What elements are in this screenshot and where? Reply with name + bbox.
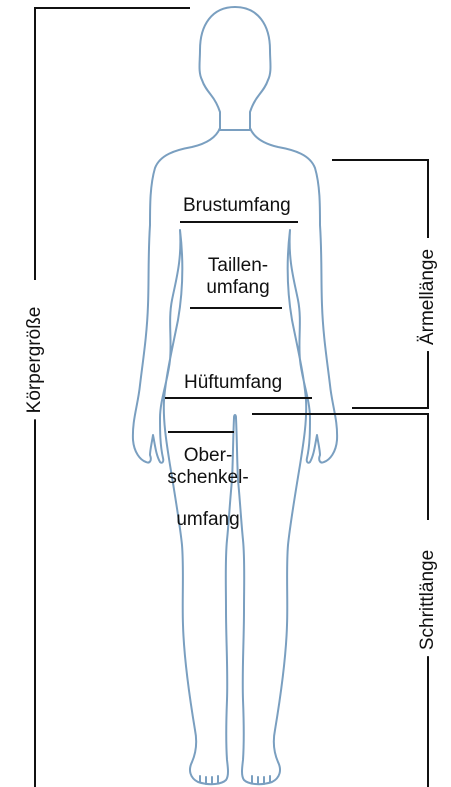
head-outline <box>198 6 272 131</box>
body-height-bracket <box>34 7 190 280</box>
thigh-circumference-label-line3: umfang <box>176 509 240 530</box>
crotch-outline <box>233 414 237 419</box>
sleeve-length-bracket <box>332 159 429 238</box>
waist-circumference-label-line1: Taillen- <box>196 256 280 276</box>
inseam-length-bracket <box>252 413 429 520</box>
inseam-length-label: Schrittlänge <box>417 543 439 657</box>
right-foot-toes <box>251 775 271 785</box>
body-height-label: Körpergröße <box>24 300 46 420</box>
thigh-circumference-label-line2: schenkel- <box>167 467 249 488</box>
sleeve-length-label: Ärmellänge <box>417 242 439 352</box>
waist-circumference-label-line2: umfang <box>196 278 280 298</box>
thigh-circumference-label-line1: Ober- <box>183 445 233 466</box>
hip-circumference-label: Hüftumfang <box>184 372 283 393</box>
measurement-lines <box>34 7 429 787</box>
body-silhouette <box>131 6 339 786</box>
body-outline-left <box>131 127 235 786</box>
left-foot-toes <box>199 775 219 785</box>
chest-circumference-label: Brustumfang <box>183 195 291 216</box>
body-outline-right <box>235 127 339 786</box>
